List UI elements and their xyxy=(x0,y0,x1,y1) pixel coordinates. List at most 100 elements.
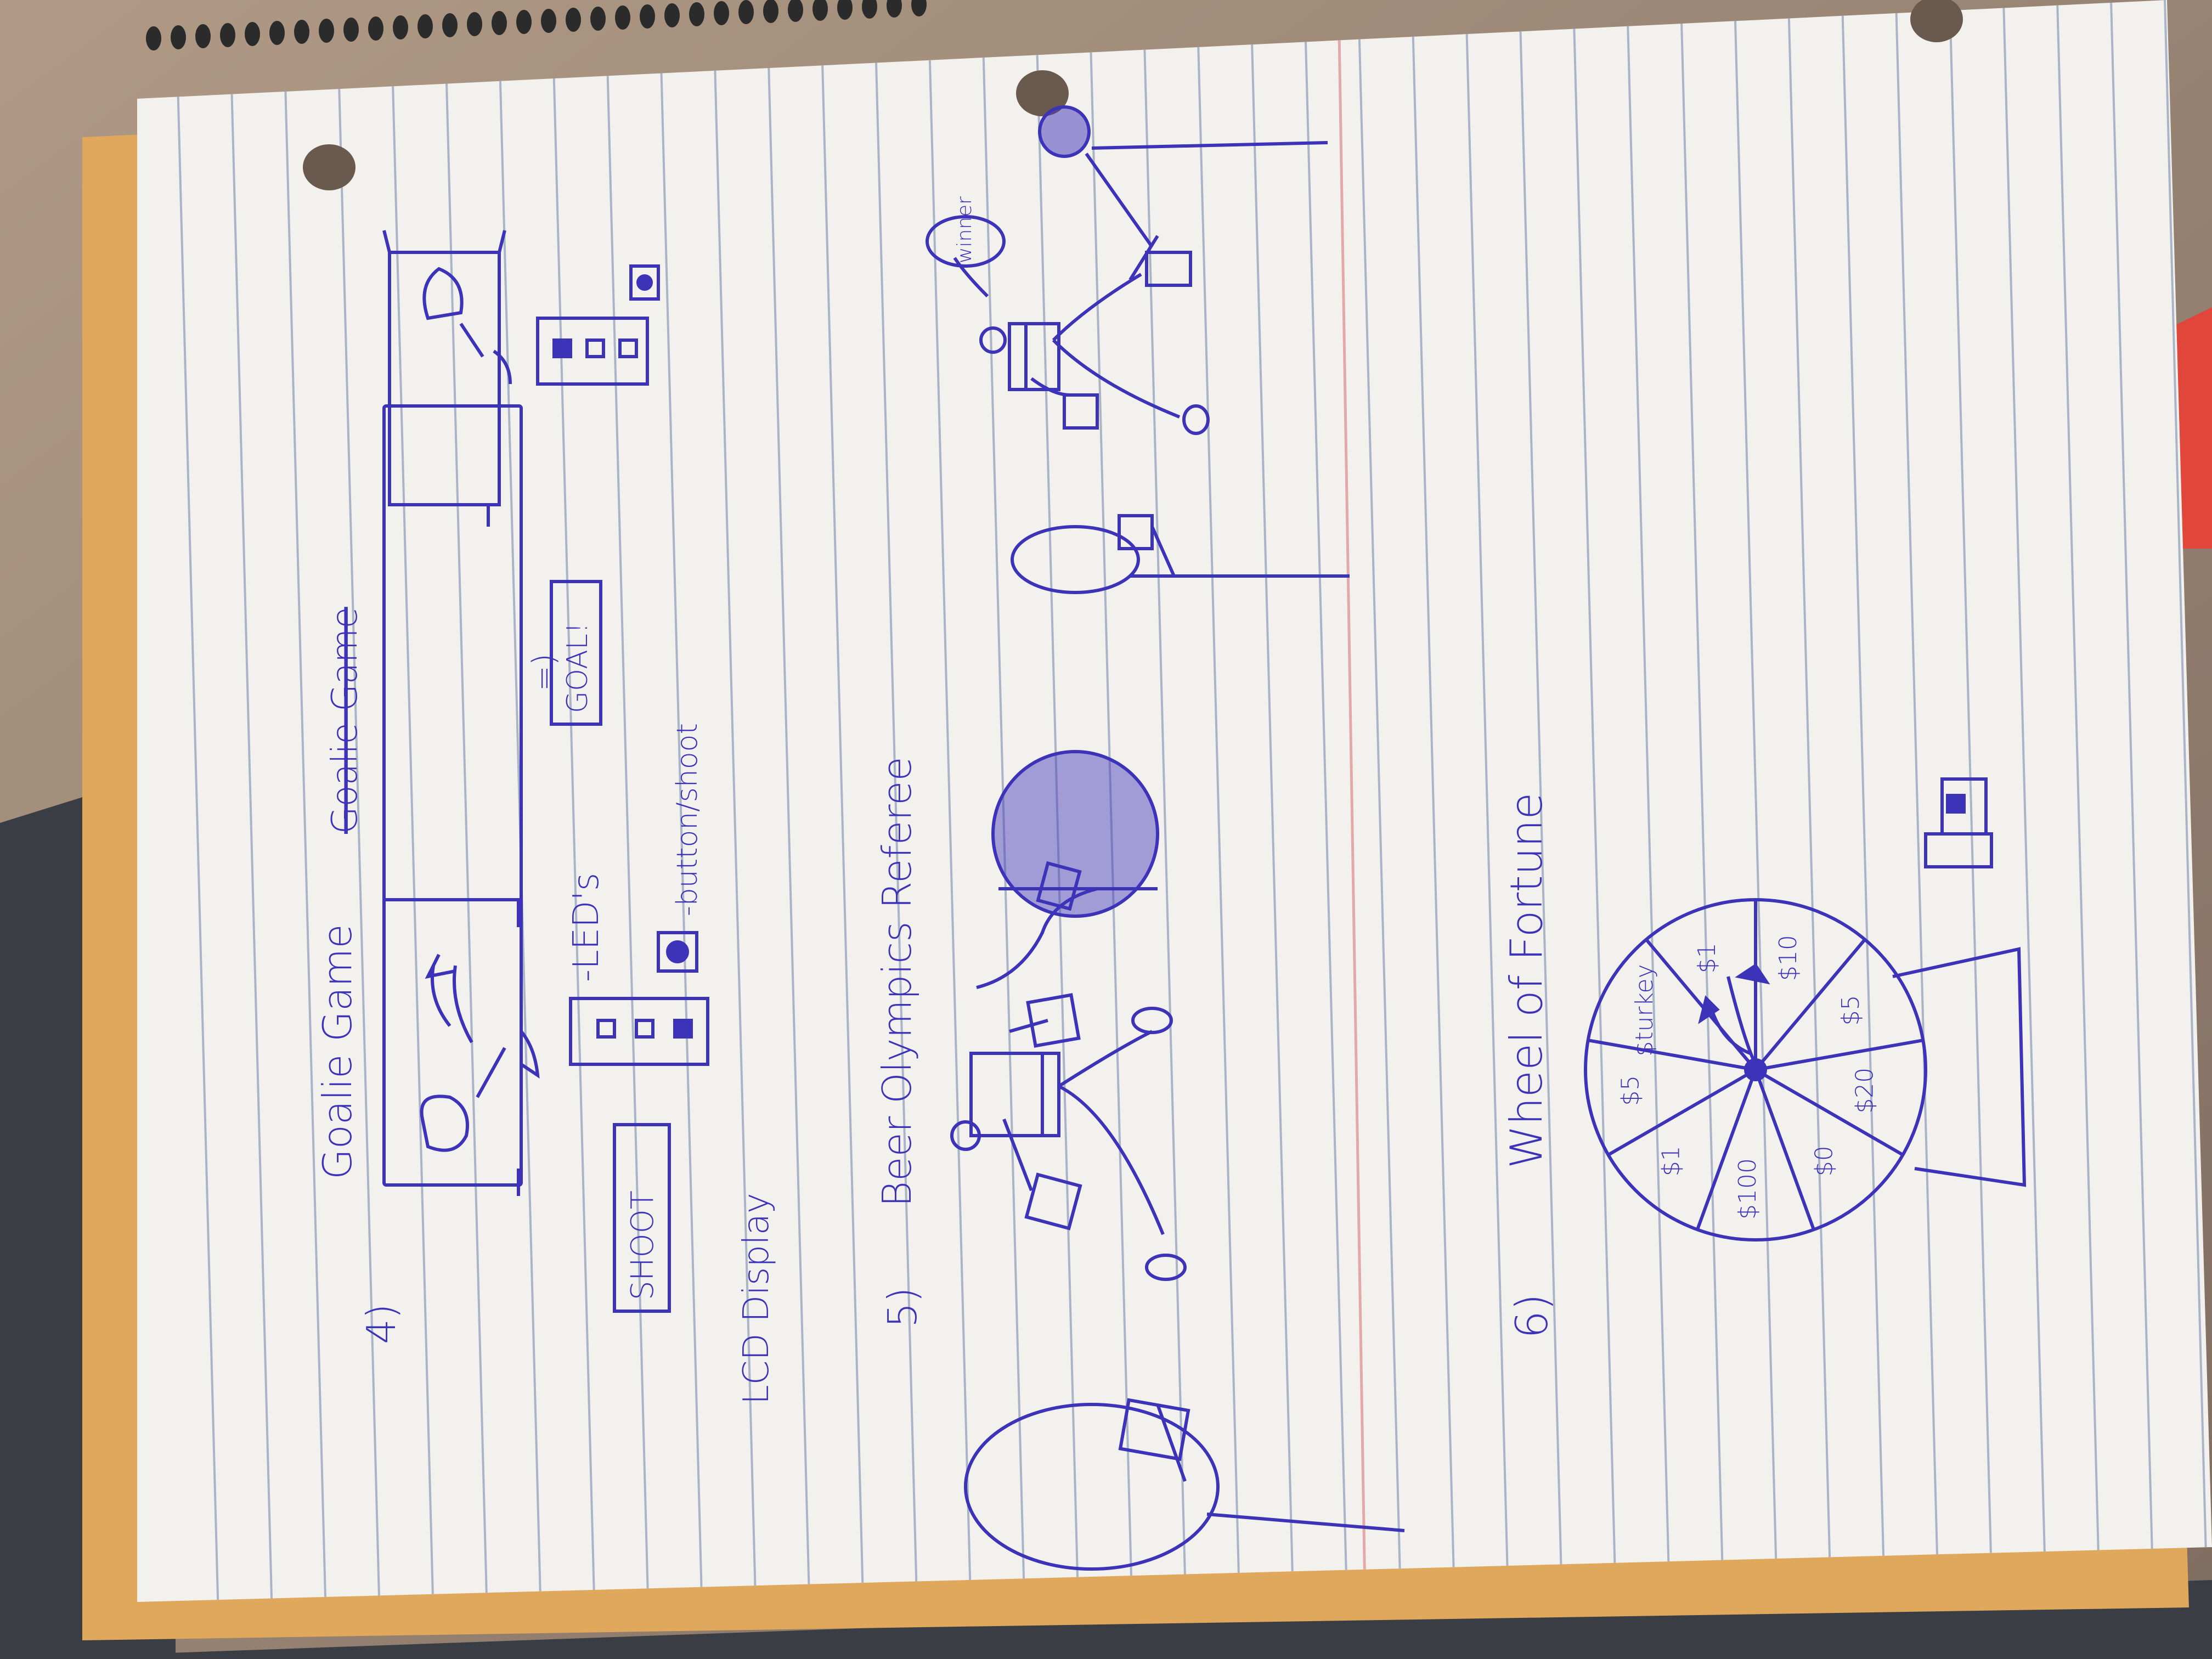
spiral-ring xyxy=(492,11,507,35)
spiral-ring xyxy=(862,0,877,19)
rule-line xyxy=(766,0,812,1602)
spiral-ring xyxy=(714,1,729,25)
rule-line xyxy=(551,0,597,1602)
rule-line xyxy=(1841,0,1887,1602)
lcd-display-label: LCD Display xyxy=(736,1193,777,1404)
spiral-ring xyxy=(788,0,803,22)
spiral-ring xyxy=(368,16,383,41)
spiral-ring xyxy=(343,18,359,42)
goalie-game-title: Goalie Game xyxy=(314,924,360,1180)
spiral-ring xyxy=(294,20,309,44)
rule-line xyxy=(1196,0,1242,1602)
rule-line xyxy=(1519,0,1565,1602)
winner-label: winner xyxy=(953,196,976,263)
goalie-sketch-2 xyxy=(382,230,512,527)
spiral-ring xyxy=(640,4,655,29)
rule-line xyxy=(1088,0,1135,1602)
rule-line xyxy=(2164,0,2210,1602)
spiral-ring xyxy=(319,19,334,43)
lcd-screen-goal xyxy=(550,580,602,726)
wheel-labels: $10$5$20$0$100$1$5$turkey$1 xyxy=(1616,935,1878,1220)
spiral-ring xyxy=(566,8,581,32)
shoot-screen-text: SHOOT xyxy=(625,1190,661,1300)
wheel-label: $5 xyxy=(1837,995,1865,1026)
wheel-label: $20 xyxy=(1851,1068,1879,1114)
rule-line xyxy=(1734,0,1780,1602)
rule-line xyxy=(1787,0,1833,1602)
rule-line xyxy=(1895,0,1941,1602)
rule-line xyxy=(820,0,866,1602)
wheel-label: $1 xyxy=(1693,943,1721,973)
rule-line xyxy=(1035,0,1081,1602)
spiral-ring xyxy=(812,0,828,21)
rule-line xyxy=(1411,0,1457,1602)
wheel-spoke xyxy=(1754,938,1866,1071)
rule-line xyxy=(1250,0,1296,1602)
rule-line xyxy=(712,0,758,1602)
spiral-ring xyxy=(417,14,433,38)
rule-line xyxy=(174,0,221,1602)
wheel-label: $turkey xyxy=(1630,964,1658,1056)
rule-line xyxy=(1142,0,1188,1602)
rule-line xyxy=(1357,0,1403,1602)
referee-sketch-2 xyxy=(926,105,1328,435)
spiral-ring xyxy=(541,9,556,33)
button-box-2 xyxy=(629,264,660,301)
rule-line xyxy=(282,0,328,1602)
rule-line xyxy=(658,0,704,1602)
rule-line xyxy=(1626,0,1672,1602)
spiral-ring xyxy=(269,21,285,45)
button-box-1 xyxy=(657,931,698,973)
ruled-lines xyxy=(174,0,2210,1602)
cup-table-1 xyxy=(976,750,1159,989)
section-5-number: 5) xyxy=(879,1287,926,1328)
rule-line xyxy=(390,0,436,1602)
spiral-ring xyxy=(664,3,680,27)
rule-line xyxy=(1680,0,1726,1602)
cup-table-3 xyxy=(964,1398,1405,1571)
wheel-label: $1 xyxy=(1657,1146,1685,1176)
spiral-ring xyxy=(615,5,630,30)
goal-screen-text: GOAL! xyxy=(561,622,594,713)
led-panel-1 xyxy=(569,997,709,1066)
rule-line xyxy=(605,0,651,1602)
spiral-ring xyxy=(146,26,161,50)
rule-line xyxy=(1572,0,1618,1602)
rule-line xyxy=(981,0,1027,1602)
spiral-ring xyxy=(590,7,606,31)
spiral-ring xyxy=(195,24,211,48)
wheel-label: $5 xyxy=(1616,1075,1644,1106)
rule-line xyxy=(1949,0,1995,1602)
goalie-game-title-alt: Goalie Game xyxy=(325,607,365,834)
leds-label: -LED's xyxy=(566,873,607,982)
spiral-ring xyxy=(393,15,408,40)
margin-line xyxy=(1337,0,1368,1602)
notebook-page xyxy=(137,0,2212,1602)
wheel-spoke xyxy=(1754,1069,1815,1231)
rule-line xyxy=(873,0,919,1602)
spiral-ring xyxy=(738,0,754,24)
punch-holes xyxy=(303,0,1963,190)
spiral-binding xyxy=(146,0,927,50)
lcd-screen-shoot xyxy=(613,1123,671,1313)
beer-olympics-title: Beer Olympics Referee xyxy=(874,757,920,1207)
rule-line xyxy=(2110,0,2156,1602)
spiral-ring xyxy=(689,2,704,26)
fortune-wheel xyxy=(1584,898,2027,1242)
wheel-spoke xyxy=(1696,1069,1757,1231)
section-6-number: 6) xyxy=(1506,1294,1558,1339)
wheel-of-fortune-title: Wheel of Fortune xyxy=(1501,793,1552,1169)
spiral-ring xyxy=(220,23,235,47)
spiral-ring xyxy=(467,12,482,36)
spiral-ring xyxy=(516,10,532,34)
referee-sketch-1 xyxy=(950,993,1187,1281)
arrow-symbol: =) xyxy=(526,653,562,691)
rule-line xyxy=(1465,0,1511,1602)
spiral-ring xyxy=(837,0,853,20)
section-4-number: 4) xyxy=(358,1304,404,1344)
wheel-spoke xyxy=(1588,1039,1756,1071)
cup-table-2 xyxy=(1011,514,1350,594)
wheel-label: $100 xyxy=(1734,1158,1762,1220)
